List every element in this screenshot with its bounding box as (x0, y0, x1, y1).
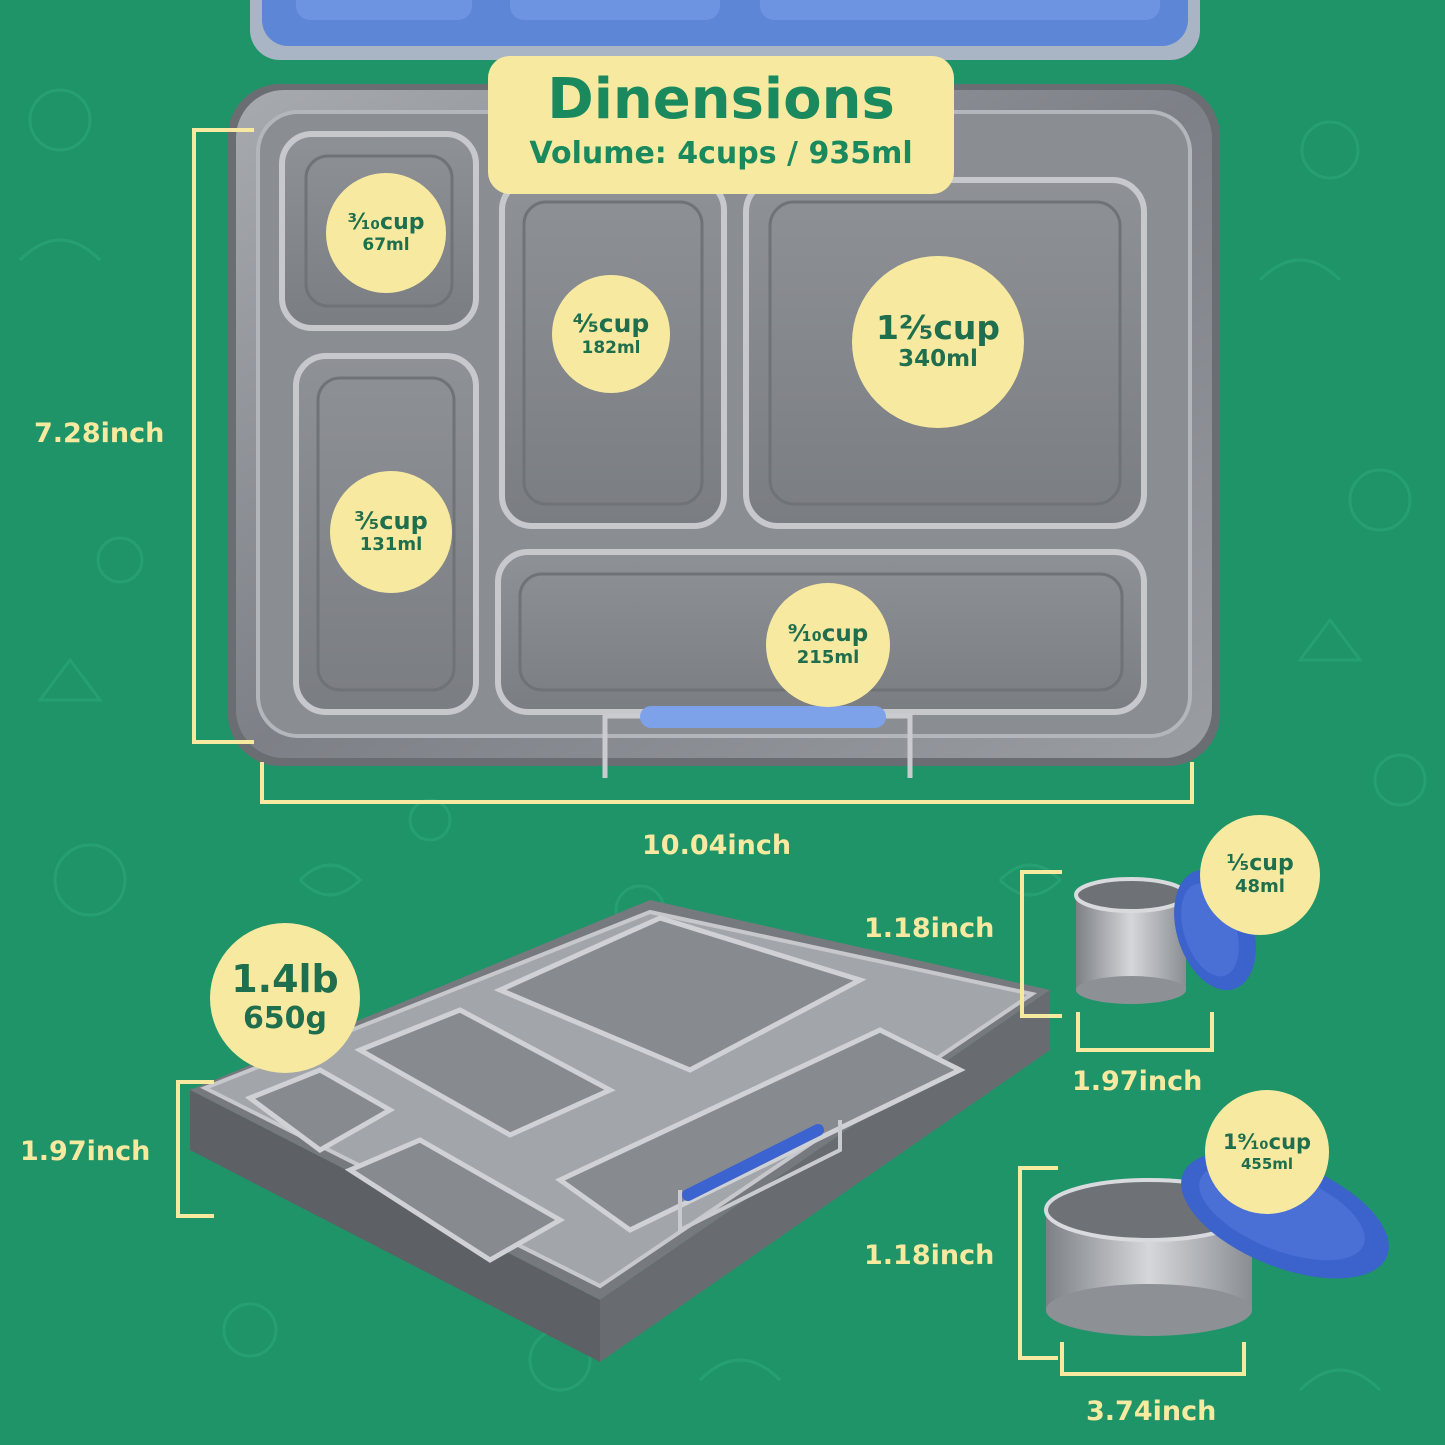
box-depth-label: 1.97inch (20, 1136, 151, 1167)
badge-ml: 182ml (581, 337, 641, 358)
badge-ml: 131ml (359, 534, 423, 556)
small-cup-width-label: 1.97inch (1072, 1066, 1203, 1097)
compartment-badge-small: ³⁄₁₀cup 67ml (326, 173, 446, 293)
badge-cup: ⁹⁄₁₀cup (787, 620, 869, 647)
compartment-badge-left-tall: ³⁄₅cup 131ml (330, 471, 452, 593)
badge-ml: 48ml (1235, 876, 1285, 898)
small-container-badge: ¹⁄₅cup 48ml (1200, 815, 1320, 935)
compartment-badge-middle: ⁴⁄₅cup 182ml (552, 275, 670, 393)
large-cup-width-bracket (1060, 1342, 1246, 1376)
badge-cup: ⁴⁄₅cup (572, 309, 650, 339)
badge-ml: 215ml (796, 646, 860, 668)
weight-lb: 1.4lb (231, 957, 339, 1002)
badge-cup: 1⁹⁄₁₀cup (1222, 1130, 1312, 1155)
large-container-badge: 1⁹⁄₁₀cup 455ml (1205, 1090, 1329, 1214)
height-bracket (192, 128, 254, 744)
latch-clip (602, 706, 913, 778)
lunch-box-angled-view (190, 900, 1050, 1362)
width-bracket (260, 762, 1194, 804)
weight-g: 650g (242, 1000, 328, 1036)
box-height-label: 7.28inch (34, 418, 165, 449)
large-cup-height-bracket (1018, 1166, 1058, 1360)
depth-bracket (176, 1080, 214, 1218)
badge-ml: 67ml (362, 234, 410, 255)
small-cup-width-bracket (1076, 1012, 1214, 1052)
blue-lid (250, 0, 1200, 60)
badge-cup: ¹⁄₅cup (1226, 851, 1294, 877)
badge-cup: 1²⁄₅cup (875, 308, 1001, 348)
small-cup-height-bracket (1020, 870, 1062, 1018)
badge-ml: 455ml (1240, 1154, 1294, 1173)
badge-cup: ³⁄₁₀cup (347, 209, 425, 235)
large-cup-width-label: 3.74inch (1086, 1396, 1217, 1427)
small-cup-height-label: 1.18inch (864, 913, 995, 944)
title-volume: Volume: 4cups / 935ml (529, 136, 913, 171)
title-heading: Dinensions (547, 67, 895, 132)
large-cup-height-label: 1.18inch (864, 1240, 995, 1271)
compartment-badge-large: 1²⁄₅cup 340ml (852, 256, 1024, 428)
weight-badge: 1.4lb 650g (210, 923, 360, 1073)
title-card: Dinensions Volume: 4cups / 935ml (488, 56, 954, 194)
badge-cup: ³⁄₅cup (354, 507, 428, 535)
compartment-badge-bottom: ⁹⁄₁₀cup 215ml (766, 583, 890, 707)
box-width-label: 10.04inch (642, 830, 792, 861)
badge-ml: 340ml (898, 346, 978, 373)
